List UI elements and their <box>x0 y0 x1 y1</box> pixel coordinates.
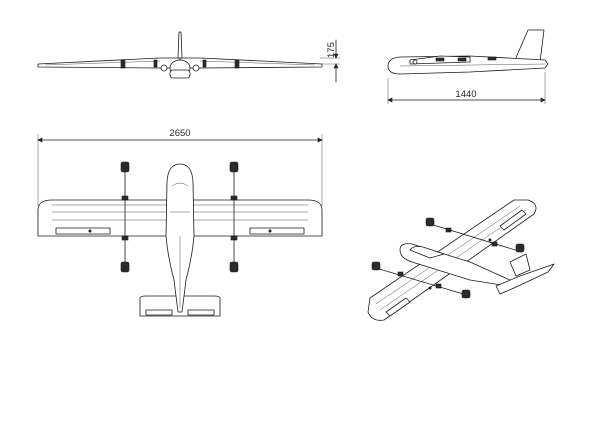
wingspan-dimension-label: 2650 <box>169 128 190 139</box>
iso-view <box>367 199 555 321</box>
top-view: 2650 <box>37 128 323 317</box>
height-dimension-label: 175 <box>326 42 337 58</box>
side-view: 1440 <box>387 29 549 104</box>
front-view: 175 <box>37 31 340 83</box>
length-dimension-label: 1440 <box>455 89 476 100</box>
